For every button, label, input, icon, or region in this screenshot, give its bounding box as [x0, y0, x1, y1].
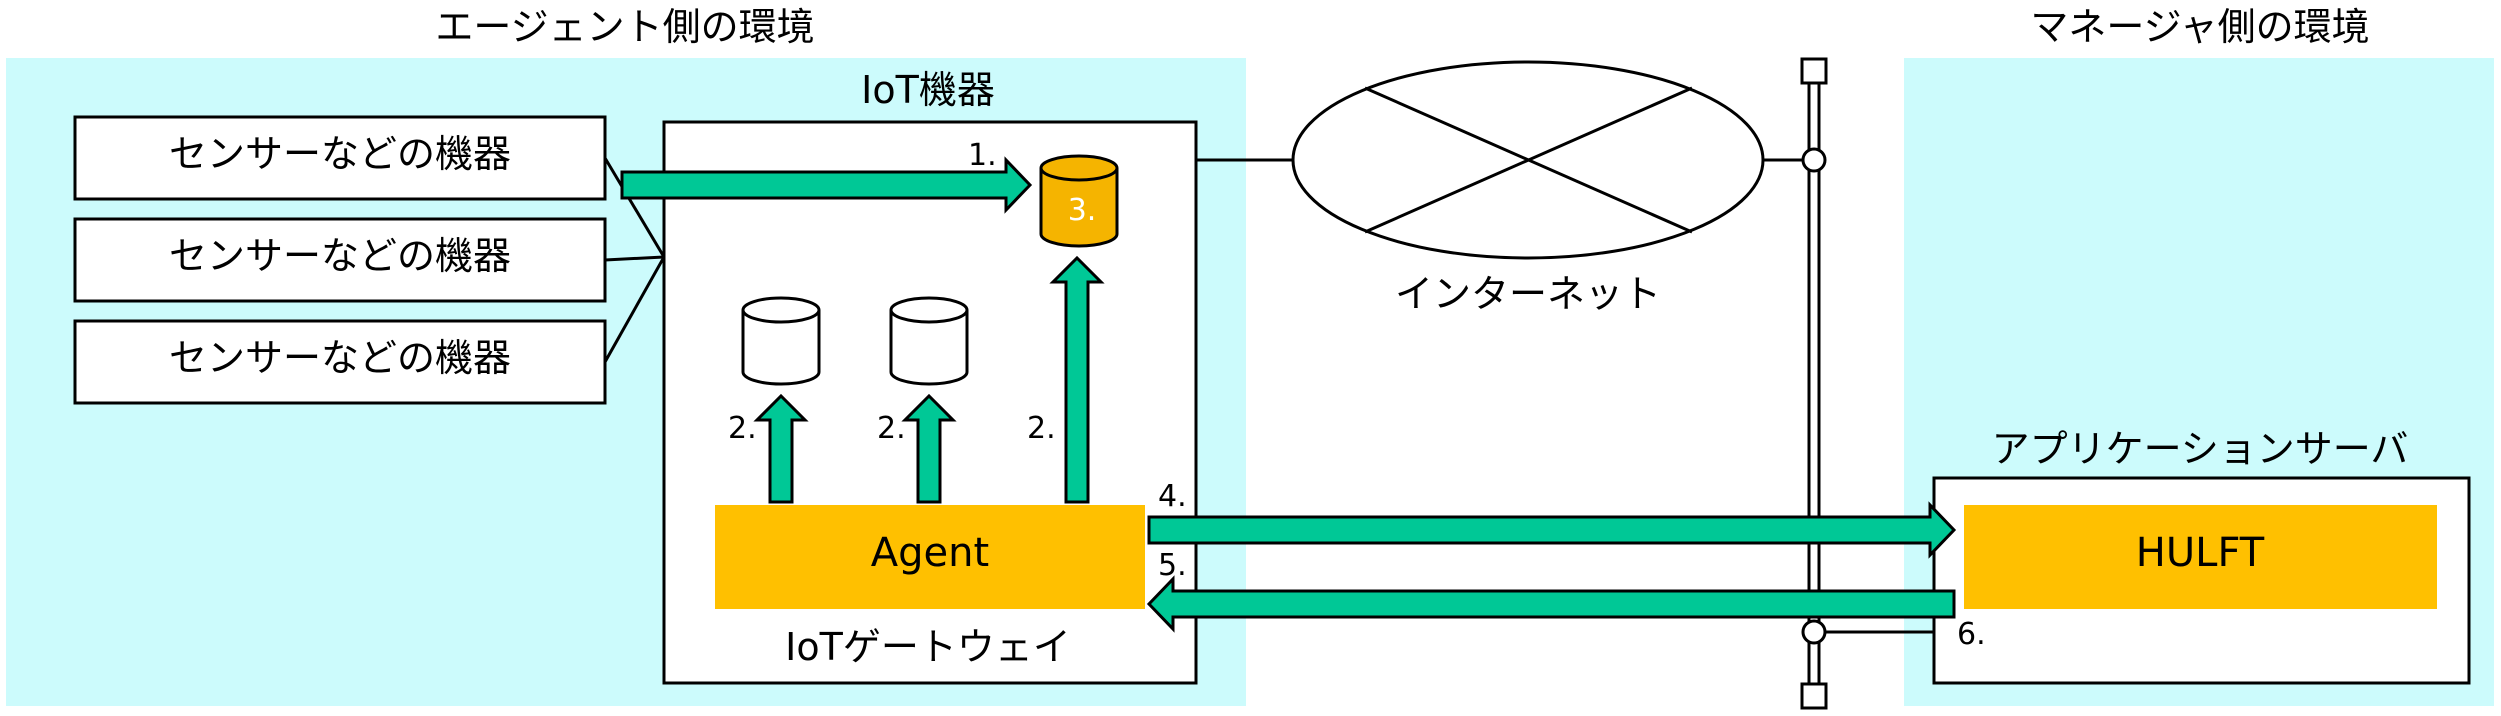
hulft-label: HULFT: [2136, 530, 2265, 576]
arrow-agent-to-database: [1049, 255, 1105, 504]
sensor-device-label: センサーなどの機器: [169, 234, 511, 278]
step-2-label: 2.: [877, 411, 906, 446]
iot-device-title: IoT機器: [861, 68, 995, 112]
arrow-hulft-to-agent: [1146, 575, 1956, 633]
step-5-label: 5.: [1158, 548, 1187, 583]
app-server-title: アプリケーションサーバ: [1992, 427, 2409, 471]
step-2-label: 2.: [1027, 411, 1056, 446]
step-1-label: 1.: [968, 138, 997, 173]
sensor-device-label: センサーなどの機器: [169, 336, 511, 380]
arrow-agent-to-hulft: [1147, 501, 1957, 559]
step-4-label: 4.: [1158, 479, 1187, 514]
arrow-agent-to-database: [901, 393, 957, 504]
arrow-agent-to-database: [753, 393, 809, 504]
agent-environment-title: エージェント側の環境: [435, 5, 814, 49]
sensor-device-1: センサーなどの機器: [73, 115, 607, 201]
agent-label: Agent: [871, 530, 989, 576]
step-6-label: 6.: [1957, 617, 1986, 652]
manager-environment-title: マネージャ側の環境: [2030, 5, 2369, 49]
agent-block: [715, 505, 1145, 609]
arrow-data-collection: [620, 156, 1033, 214]
sensor-connectors: [603, 157, 666, 363]
network-backbone: [1800, 57, 1934, 710]
step-2-label: 2.: [728, 411, 757, 446]
internet-label: インターネット: [1395, 272, 1661, 316]
database-highlighted-icon: 3.: [1039, 154, 1119, 248]
sensor-device-3: センサーなどの機器: [73, 319, 607, 405]
sensor-device-label: センサーなどの機器: [169, 132, 511, 176]
sensor-device-2: センサーなどの機器: [73, 217, 607, 303]
database-icon: [741, 296, 821, 386]
internet-network-icon: [1196, 60, 1814, 260]
database-step-label: 3.: [1068, 193, 1097, 228]
hulft-block: [1964, 505, 2437, 609]
database-icon: [889, 296, 969, 386]
iot-gateway-label: IoTゲートウェイ: [785, 625, 1071, 669]
